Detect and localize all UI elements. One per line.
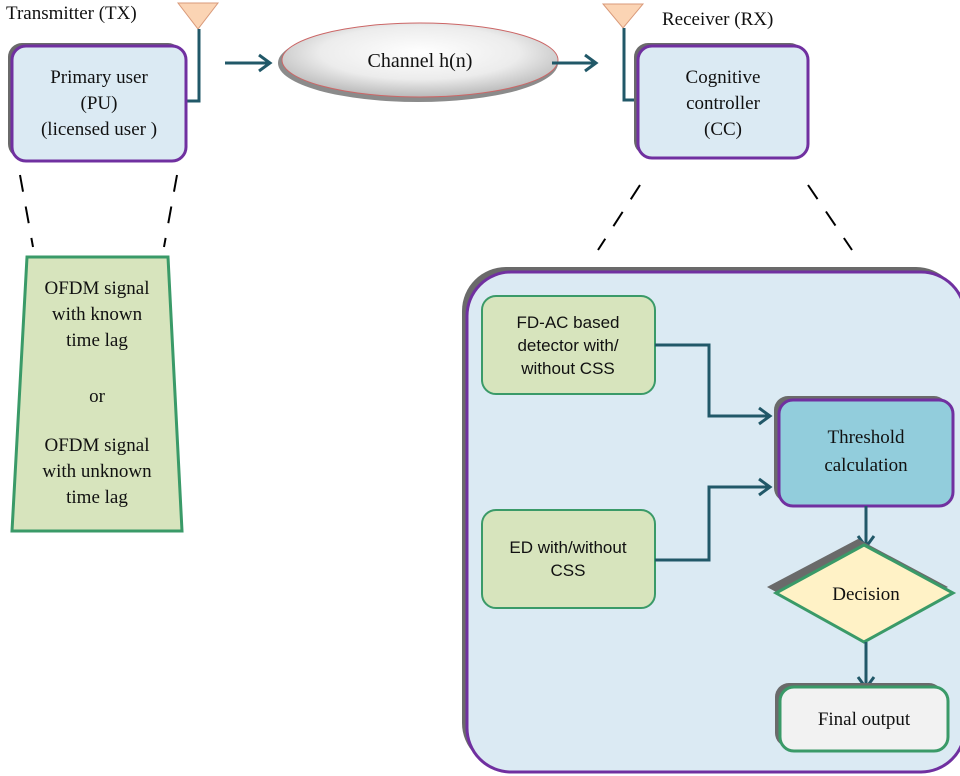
ofdm-line4: or [89, 386, 106, 407]
transmitter-label: Transmitter (TX) [6, 3, 137, 24]
primary-user-box: Primary user (PU) (licensed user ) [8, 43, 188, 163]
fdac-detector-box: FD-AC based detector with/ without CSS [481, 295, 656, 395]
cc-line1: Cognitive [686, 67, 761, 88]
ofdm-line6: with unknown [42, 461, 152, 482]
fdac-line3: without CSS [520, 359, 615, 378]
fdac-line1: FD-AC based [517, 313, 620, 332]
primary-user-line1: Primary user [50, 67, 148, 88]
ofdm-line3: time lag [66, 330, 128, 351]
ofdm-line1: OFDM signal [44, 278, 149, 299]
final-output-label: Final output [818, 709, 911, 730]
decision-label: Decision [832, 584, 900, 605]
rx-antenna-icon [601, 3, 645, 102]
arrow-tx-to-channel [225, 53, 273, 73]
channel-label: Channel h(n) [368, 50, 473, 72]
decision-diamond: Decision [767, 539, 957, 644]
cc-line3: (CC) [704, 119, 742, 140]
ed-line2: CSS [551, 561, 586, 580]
ofdm-line2: with known [52, 304, 143, 325]
ofdm-line5: OFDM signal [44, 435, 149, 456]
fdac-line2: detector with/ [517, 336, 618, 355]
threshold-line1: Threshold [827, 427, 905, 448]
cognitive-controller-box: Cognitive controller (CC) [634, 43, 810, 160]
arrow-fdac-to-threshold [655, 343, 773, 426]
channel-ellipse: Channel h(n) [278, 22, 559, 102]
primary-user-line2: (PU) [81, 93, 118, 114]
cc-line2: controller [686, 93, 761, 114]
receiver-label: Receiver (RX) [662, 9, 773, 30]
threshold-calculation-box: Threshold calculation [774, 396, 955, 508]
ed-line1: ED with/without [509, 538, 626, 557]
final-output-box: Final output [775, 683, 950, 753]
threshold-line2: calculation [824, 455, 908, 476]
arrow-ed-to-threshold [655, 477, 773, 562]
arrow-channel-to-rx [552, 53, 599, 73]
ed-detector-box: ED with/without CSS [481, 509, 656, 609]
zoom-lines-right [597, 184, 853, 251]
ofdm-signal-box: OFDM signal with known time lag or OFDM … [10, 255, 184, 533]
zoom-lines-left [19, 174, 178, 248]
primary-user-line3: (licensed user ) [41, 119, 157, 140]
ofdm-line7: time lag [66, 487, 128, 508]
tx-antenna-icon [176, 2, 220, 103]
